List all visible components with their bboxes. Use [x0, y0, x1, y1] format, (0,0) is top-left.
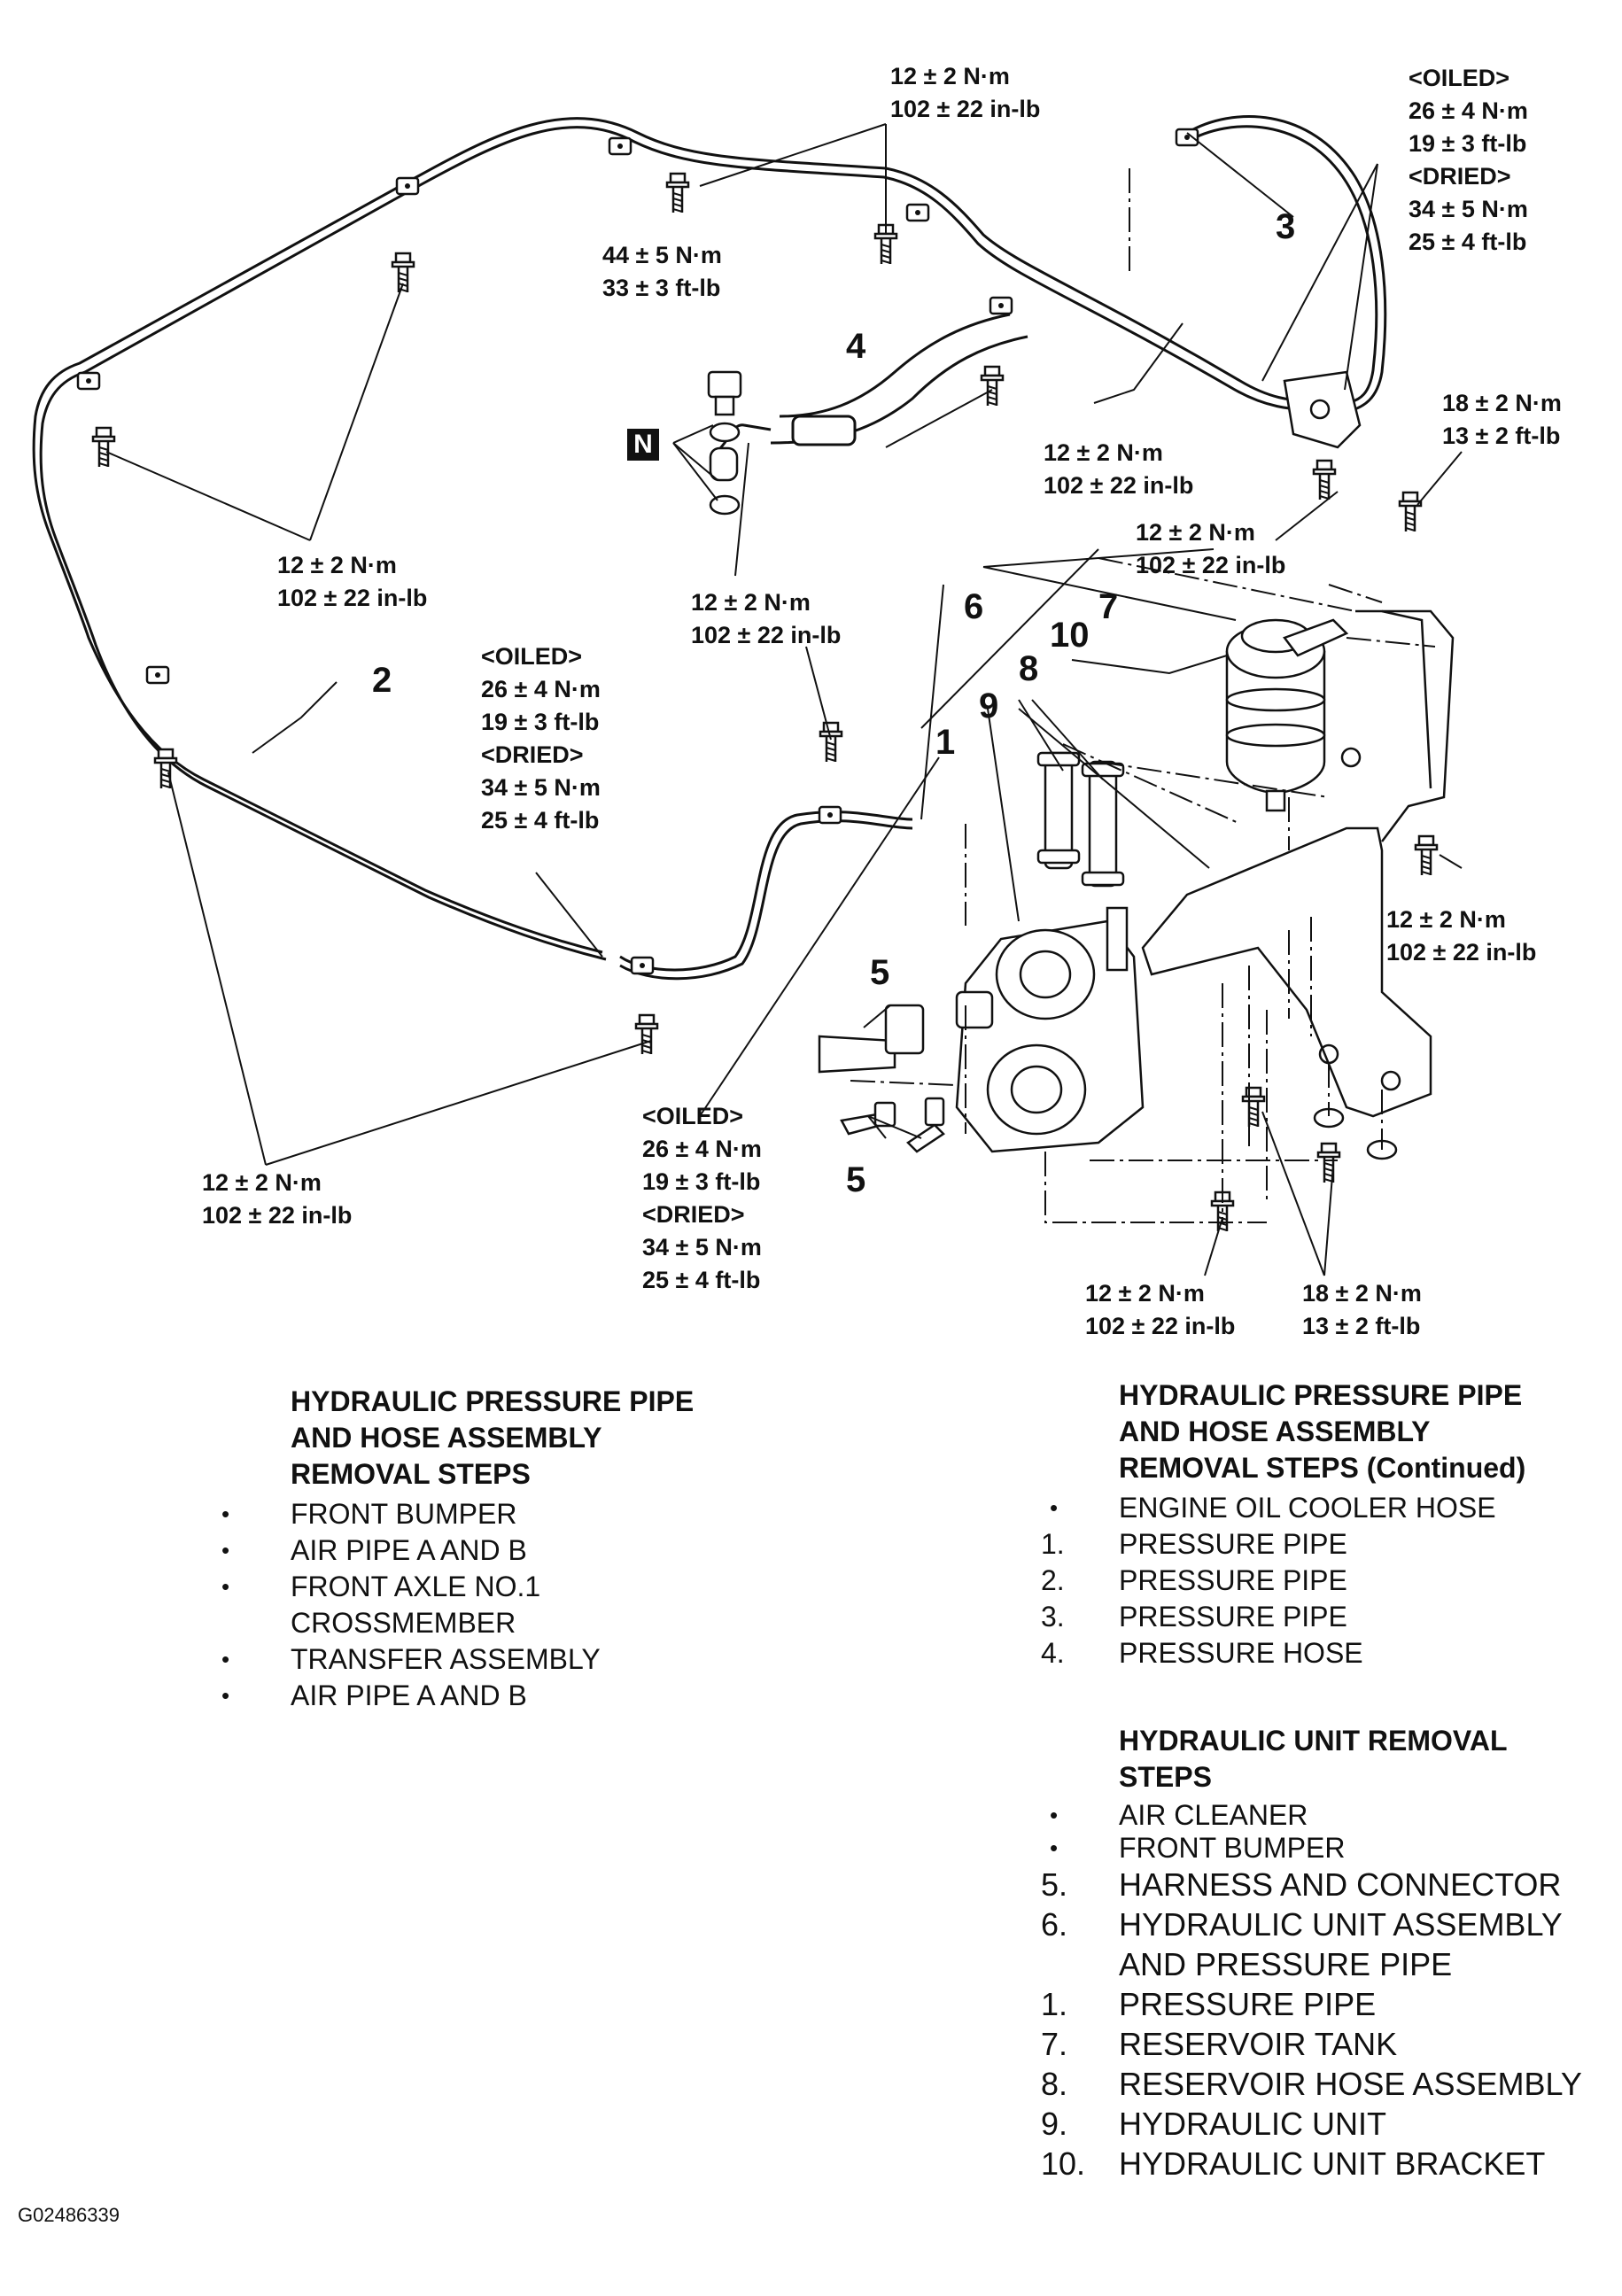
callout-9: 9	[979, 686, 999, 725]
leader-lines	[105, 123, 1463, 1276]
steps-heading: HYDRAULIC UNIT REMOVAL STEPS	[1119, 1725, 1508, 1793]
list-item: 1.PRESSURE PIPE	[1041, 1528, 1347, 1560]
list-item: •FRONT AXLE NO.1	[221, 1571, 541, 1602]
callout-3: 3	[1276, 207, 1296, 246]
list-item: 1.PRESSURE PIPE	[1041, 1986, 1377, 2022]
callout-6: 6	[964, 587, 984, 626]
list-item: 7.RESERVOIR TANK	[1041, 2026, 1398, 2062]
callout-8: 8	[1019, 649, 1039, 688]
list-item: 5.HARNESS AND CONNECTOR	[1041, 1866, 1562, 1903]
list-item: 6.HYDRAULIC UNIT ASSEMBLY	[1041, 1906, 1563, 1943]
callout-4: 4	[846, 327, 866, 366]
list-item: •AIR PIPE A AND B	[221, 1534, 527, 1566]
callout-10: 10	[1050, 616, 1090, 655]
callout-2: 2	[372, 661, 392, 700]
assembly-lines	[850, 168, 1436, 1223]
callout-5b: 5	[846, 1160, 866, 1199]
list-item: •FRONT BUMPER	[221, 1498, 517, 1530]
callout-5a: 5	[870, 953, 890, 992]
hydraulic-unit-bracket	[1141, 609, 1455, 1118]
pipe-junction-bracket	[1283, 370, 1362, 449]
list-item: 2.PRESSURE PIPE	[1041, 1564, 1347, 1596]
list-item: 4.PRESSURE HOSE	[1041, 1637, 1363, 1669]
note-code-n: N	[627, 429, 659, 461]
exploded-view-diagram	[32, 115, 1463, 1276]
steps-heading: HYDRAULIC PRESSURE PIPE AND HOSE ASSEMBL…	[291, 1385, 695, 1490]
banjo-bolt	[707, 370, 742, 516]
list-item: 8.RESERVOIR HOSE ASSEMBLY	[1041, 2066, 1582, 2102]
list-item: 10.HYDRAULIC UNIT BRACKET	[1041, 2145, 1546, 2182]
pressure-pipe-2	[32, 117, 1314, 961]
hydraulic-unit	[955, 906, 1145, 1153]
list-item: •FRONT BUMPER	[1050, 1832, 1346, 1864]
steps-heading: HYDRAULIC PRESSURE PIPE AND HOSE ASSEMBL…	[1119, 1379, 1526, 1484]
list-item: AND PRESSURE PIPE	[1119, 1946, 1453, 1982]
list-item: 9.HYDRAULIC UNIT	[1041, 2106, 1387, 2142]
figure-id: G02486339	[18, 2204, 120, 2226]
harness-connectors	[818, 1004, 945, 1153]
pressure-hose-4	[716, 313, 1028, 453]
list-item: CROSSMEMBER	[291, 1607, 516, 1639]
reservoir-hoses	[1036, 751, 1125, 888]
pressure-pipe-3	[1186, 115, 1387, 414]
callout-1: 1	[935, 723, 956, 762]
pipe-hose-removal-steps-continued: HYDRAULIC PRESSURE PIPE AND HOSE ASSEMBL…	[1041, 1377, 1525, 1672]
list-item: 3.PRESSURE PIPE	[1041, 1601, 1347, 1633]
callout-7: 7	[1098, 587, 1119, 626]
pressure-pipe-1	[619, 811, 913, 981]
list-item: •ENGINE OIL COOLER HOSE	[1050, 1492, 1496, 1524]
list-item: •AIR PIPE A AND B	[221, 1679, 527, 1711]
hydraulic-unit-removal-steps: HYDRAULIC UNIT REMOVAL STEPS •AIR CLEANE…	[1041, 1723, 1582, 2184]
list-item: •TRANSFER ASSEMBLY	[221, 1643, 601, 1675]
list-item: •AIR CLEANER	[1050, 1799, 1308, 1831]
reservoir-tank	[1225, 618, 1349, 812]
pipe-hose-removal-steps: HYDRAULIC PRESSURE PIPE AND HOSE ASSEMBL…	[213, 1384, 694, 1714]
